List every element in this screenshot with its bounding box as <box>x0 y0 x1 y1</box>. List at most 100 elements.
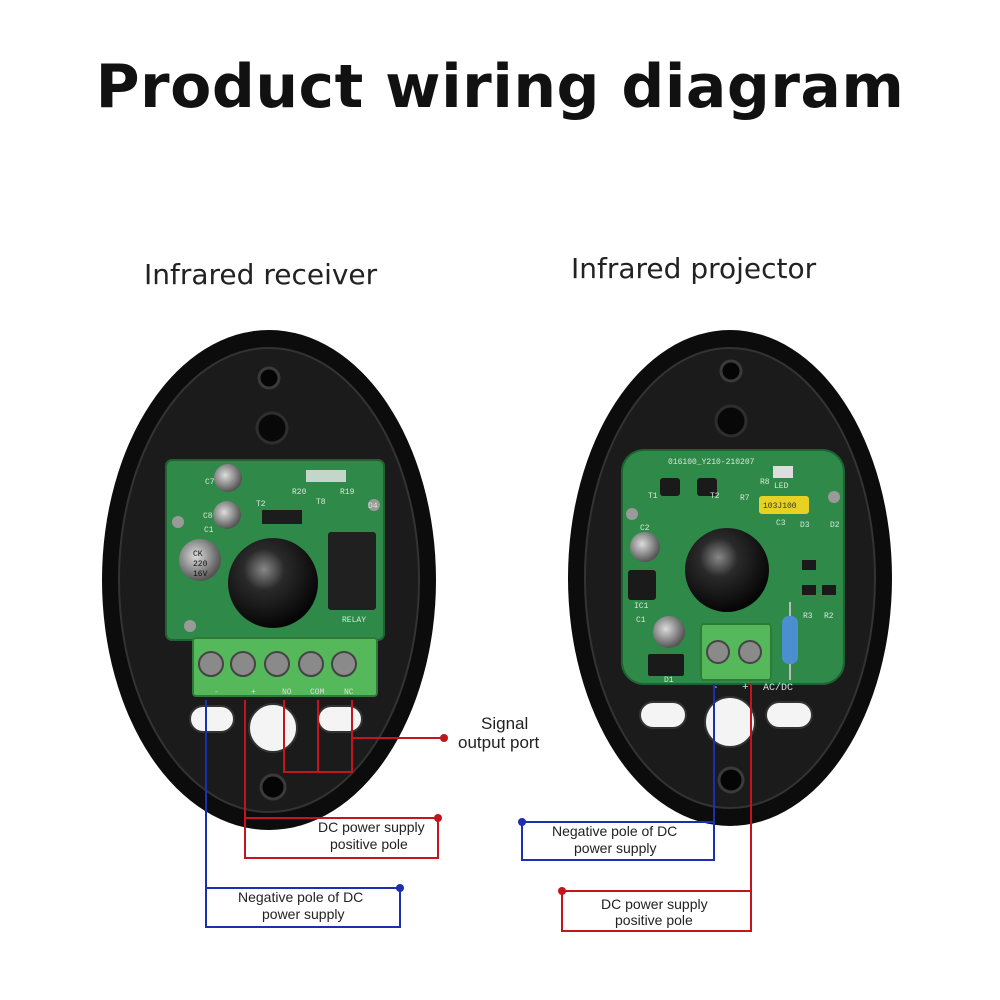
rx-positive-wire <box>244 700 439 859</box>
tx-negative-label: Negative pole of DC <box>552 823 677 839</box>
tx-negative-wire-endpoint <box>518 818 526 826</box>
terminal-mark: NC <box>344 688 354 697</box>
tx-positive-label: positive pole <box>615 912 693 928</box>
projector-top-screw-hole <box>719 359 743 383</box>
pcb-mark: CK <box>193 550 203 559</box>
infrared-lens-dome <box>685 528 769 612</box>
rx-negative-wire-endpoint <box>396 884 404 892</box>
pcb-mark: 016100_Y210-210207 <box>668 458 755 467</box>
pcb-screw <box>626 508 638 520</box>
cable-hole <box>765 701 813 729</box>
relay <box>328 532 376 610</box>
receiver-device: C7 C8 C1 CK 220 16V R20 R19 D4 RELAY T2 … <box>102 330 436 830</box>
ic-chip <box>660 478 680 496</box>
resistor <box>782 602 798 680</box>
cable-hole <box>704 696 756 748</box>
terminal-mark: - <box>712 682 719 694</box>
terminal-mark: - <box>214 688 219 697</box>
capacitor <box>630 532 660 562</box>
projector-bottom-screw-hole <box>717 766 745 794</box>
terminal-mark: + <box>251 688 256 697</box>
pcb-mark: LED <box>774 482 789 491</box>
pcb-mark: R2 <box>824 612 834 621</box>
pcb-mark: R7 <box>740 494 750 503</box>
pcb-mark: RELAY <box>342 616 366 625</box>
pcb-mark: C8 <box>203 512 213 521</box>
pcb-mark: T1 <box>648 492 658 501</box>
tx-negative-wire <box>521 684 715 861</box>
rx-negative-label: Negative pole of DC <box>238 889 363 905</box>
pcb-mark: R8 <box>760 478 770 487</box>
pcb-screw <box>184 620 196 632</box>
signal-wire-endpoint <box>440 734 448 742</box>
pcb-mark: R20 <box>292 488 307 497</box>
pcb-mark: R19 <box>340 488 355 497</box>
projector-terminal-block <box>700 623 772 681</box>
pcb-mark: D2 <box>830 521 840 530</box>
cable-hole <box>639 701 687 729</box>
receiver-bottom-screw-hole <box>259 773 287 801</box>
pcb-screw <box>172 516 184 528</box>
infrared-lens-dome <box>228 538 318 628</box>
rx-positive-wire-endpoint <box>434 814 442 822</box>
smd-component <box>822 585 836 595</box>
receiver-top-mount-hole <box>255 411 289 445</box>
terminal-mark: COM <box>310 688 325 697</box>
pcb-mark: T8 <box>316 498 326 507</box>
ic-chip <box>628 570 656 600</box>
pcb-mark: C3 <box>776 519 786 528</box>
signal-wires <box>283 700 444 773</box>
pcb-mark: 16V <box>193 570 208 579</box>
tx-positive-wire-endpoint <box>558 887 566 895</box>
pcb-mark: 220 <box>193 560 208 569</box>
pcb-mark: IC1 <box>634 602 649 611</box>
rx-positive-label: DC power supply <box>318 819 425 835</box>
tx-positive-label: DC power supply <box>601 896 708 912</box>
ic-chip <box>697 478 717 496</box>
ic-chip <box>262 510 302 524</box>
capacitor <box>213 501 241 529</box>
receiver-top-screw-hole <box>257 366 281 390</box>
smd-component <box>802 585 816 595</box>
projector-label: Infrared projector <box>571 252 817 285</box>
rx-negative-label: power supply <box>262 906 345 922</box>
tx-negative-label: power supply <box>574 840 657 856</box>
terminal-mark: + <box>742 682 749 694</box>
capacitor <box>214 464 242 492</box>
capacitor-film <box>759 496 809 514</box>
pcb-mark: D4 <box>368 502 378 511</box>
pcb-mark: D3 <box>800 521 810 530</box>
cable-hole <box>189 705 235 733</box>
pcb-mark: C1 <box>204 526 214 535</box>
projector-top-mount-hole <box>714 404 748 438</box>
signal-output-label: output port <box>458 733 540 752</box>
signal-output-label: Signal <box>481 714 528 733</box>
smd-component <box>802 560 816 570</box>
terminal-screws <box>198 651 357 677</box>
projector-device: 103J100 016100_Y210-210207 R8 LED T1 T2 … <box>568 330 892 826</box>
pcb-mark: D1 <box>664 676 674 685</box>
cable-hole <box>317 705 363 733</box>
page-title: Product wiring diagram <box>95 52 905 122</box>
rx-negative-wire <box>205 700 401 928</box>
pcb-mark: T2 <box>256 500 266 509</box>
chip-label: 103J100 <box>763 502 797 511</box>
receiver-label: Infrared receiver <box>144 258 378 291</box>
pcb-mark: C1 <box>636 616 646 625</box>
pcb-mark: C7 <box>205 478 215 487</box>
pcb-mark: T2 <box>710 492 720 501</box>
pcb-screw <box>828 491 840 503</box>
terminal-screw <box>706 640 730 664</box>
led-indicator <box>773 466 793 478</box>
capacitor <box>179 539 221 581</box>
capacitor <box>653 616 685 648</box>
tx-positive-wire <box>561 684 752 932</box>
terminal-screw <box>738 640 762 664</box>
pcb-screw <box>368 499 380 511</box>
cable-hole <box>248 703 298 753</box>
pcb-mark: C2 <box>640 524 650 533</box>
ic-chip <box>648 654 684 676</box>
terminal-mark: NO <box>282 688 292 697</box>
rx-positive-label: positive pole <box>330 836 408 852</box>
